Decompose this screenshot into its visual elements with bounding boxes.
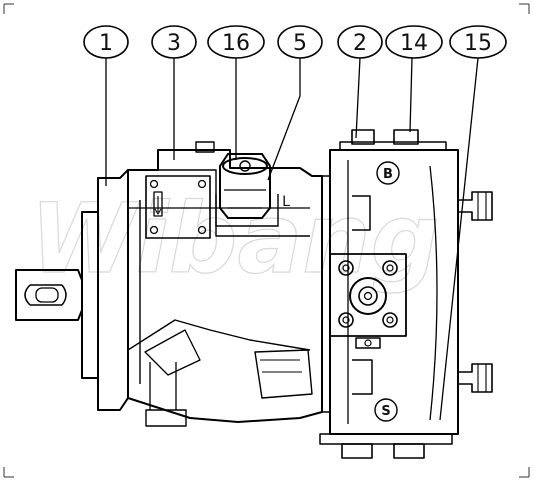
callout-label: 14	[400, 31, 428, 56]
bolt-head-bottom-right	[393, 443, 425, 459]
port-b-label: B	[383, 167, 393, 182]
port-s-label: S	[381, 404, 390, 419]
port-s-marker	[374, 398, 398, 422]
drive-shaft	[15, 269, 83, 321]
leader-lines	[105, 57, 479, 421]
bolt-head-top-left	[351, 129, 375, 145]
callout-label: 1	[99, 31, 113, 56]
watermark-logo: Wibang	[30, 183, 439, 295]
callout-14: 14	[385, 25, 443, 59]
main-housing	[127, 149, 323, 423]
callout-label: 3	[167, 31, 181, 56]
callout-2: 2	[337, 25, 383, 59]
side-fitting-upper	[457, 191, 493, 221]
callout-label: 16	[222, 31, 250, 56]
pump-body	[15, 141, 323, 427]
drawing-frame	[3, 3, 530, 478]
port-b-marker	[376, 161, 400, 185]
callout-5: 5	[277, 25, 323, 59]
bolt-head-bottom-left	[341, 443, 373, 459]
callout-15: 15	[449, 25, 507, 59]
port-labels: B L S	[282, 161, 400, 422]
side-fitting-lower	[457, 363, 493, 393]
hex-plug-fitting	[215, 153, 279, 227]
pressure-port-flange	[329, 253, 407, 337]
control-port-plate	[145, 175, 211, 239]
callout-balloons: 1 3 16 5 2 14 15	[83, 25, 507, 59]
callout-label: 15	[464, 31, 492, 56]
callout-1: 1	[83, 25, 129, 59]
bolt-head-top-right	[393, 129, 419, 145]
end-cover	[319, 129, 493, 459]
callout-16: 16	[207, 25, 265, 59]
port-l-label: L	[282, 194, 290, 210]
callout-label: 2	[353, 31, 367, 56]
callout-label: 5	[293, 31, 307, 56]
callout-3: 3	[151, 25, 197, 59]
